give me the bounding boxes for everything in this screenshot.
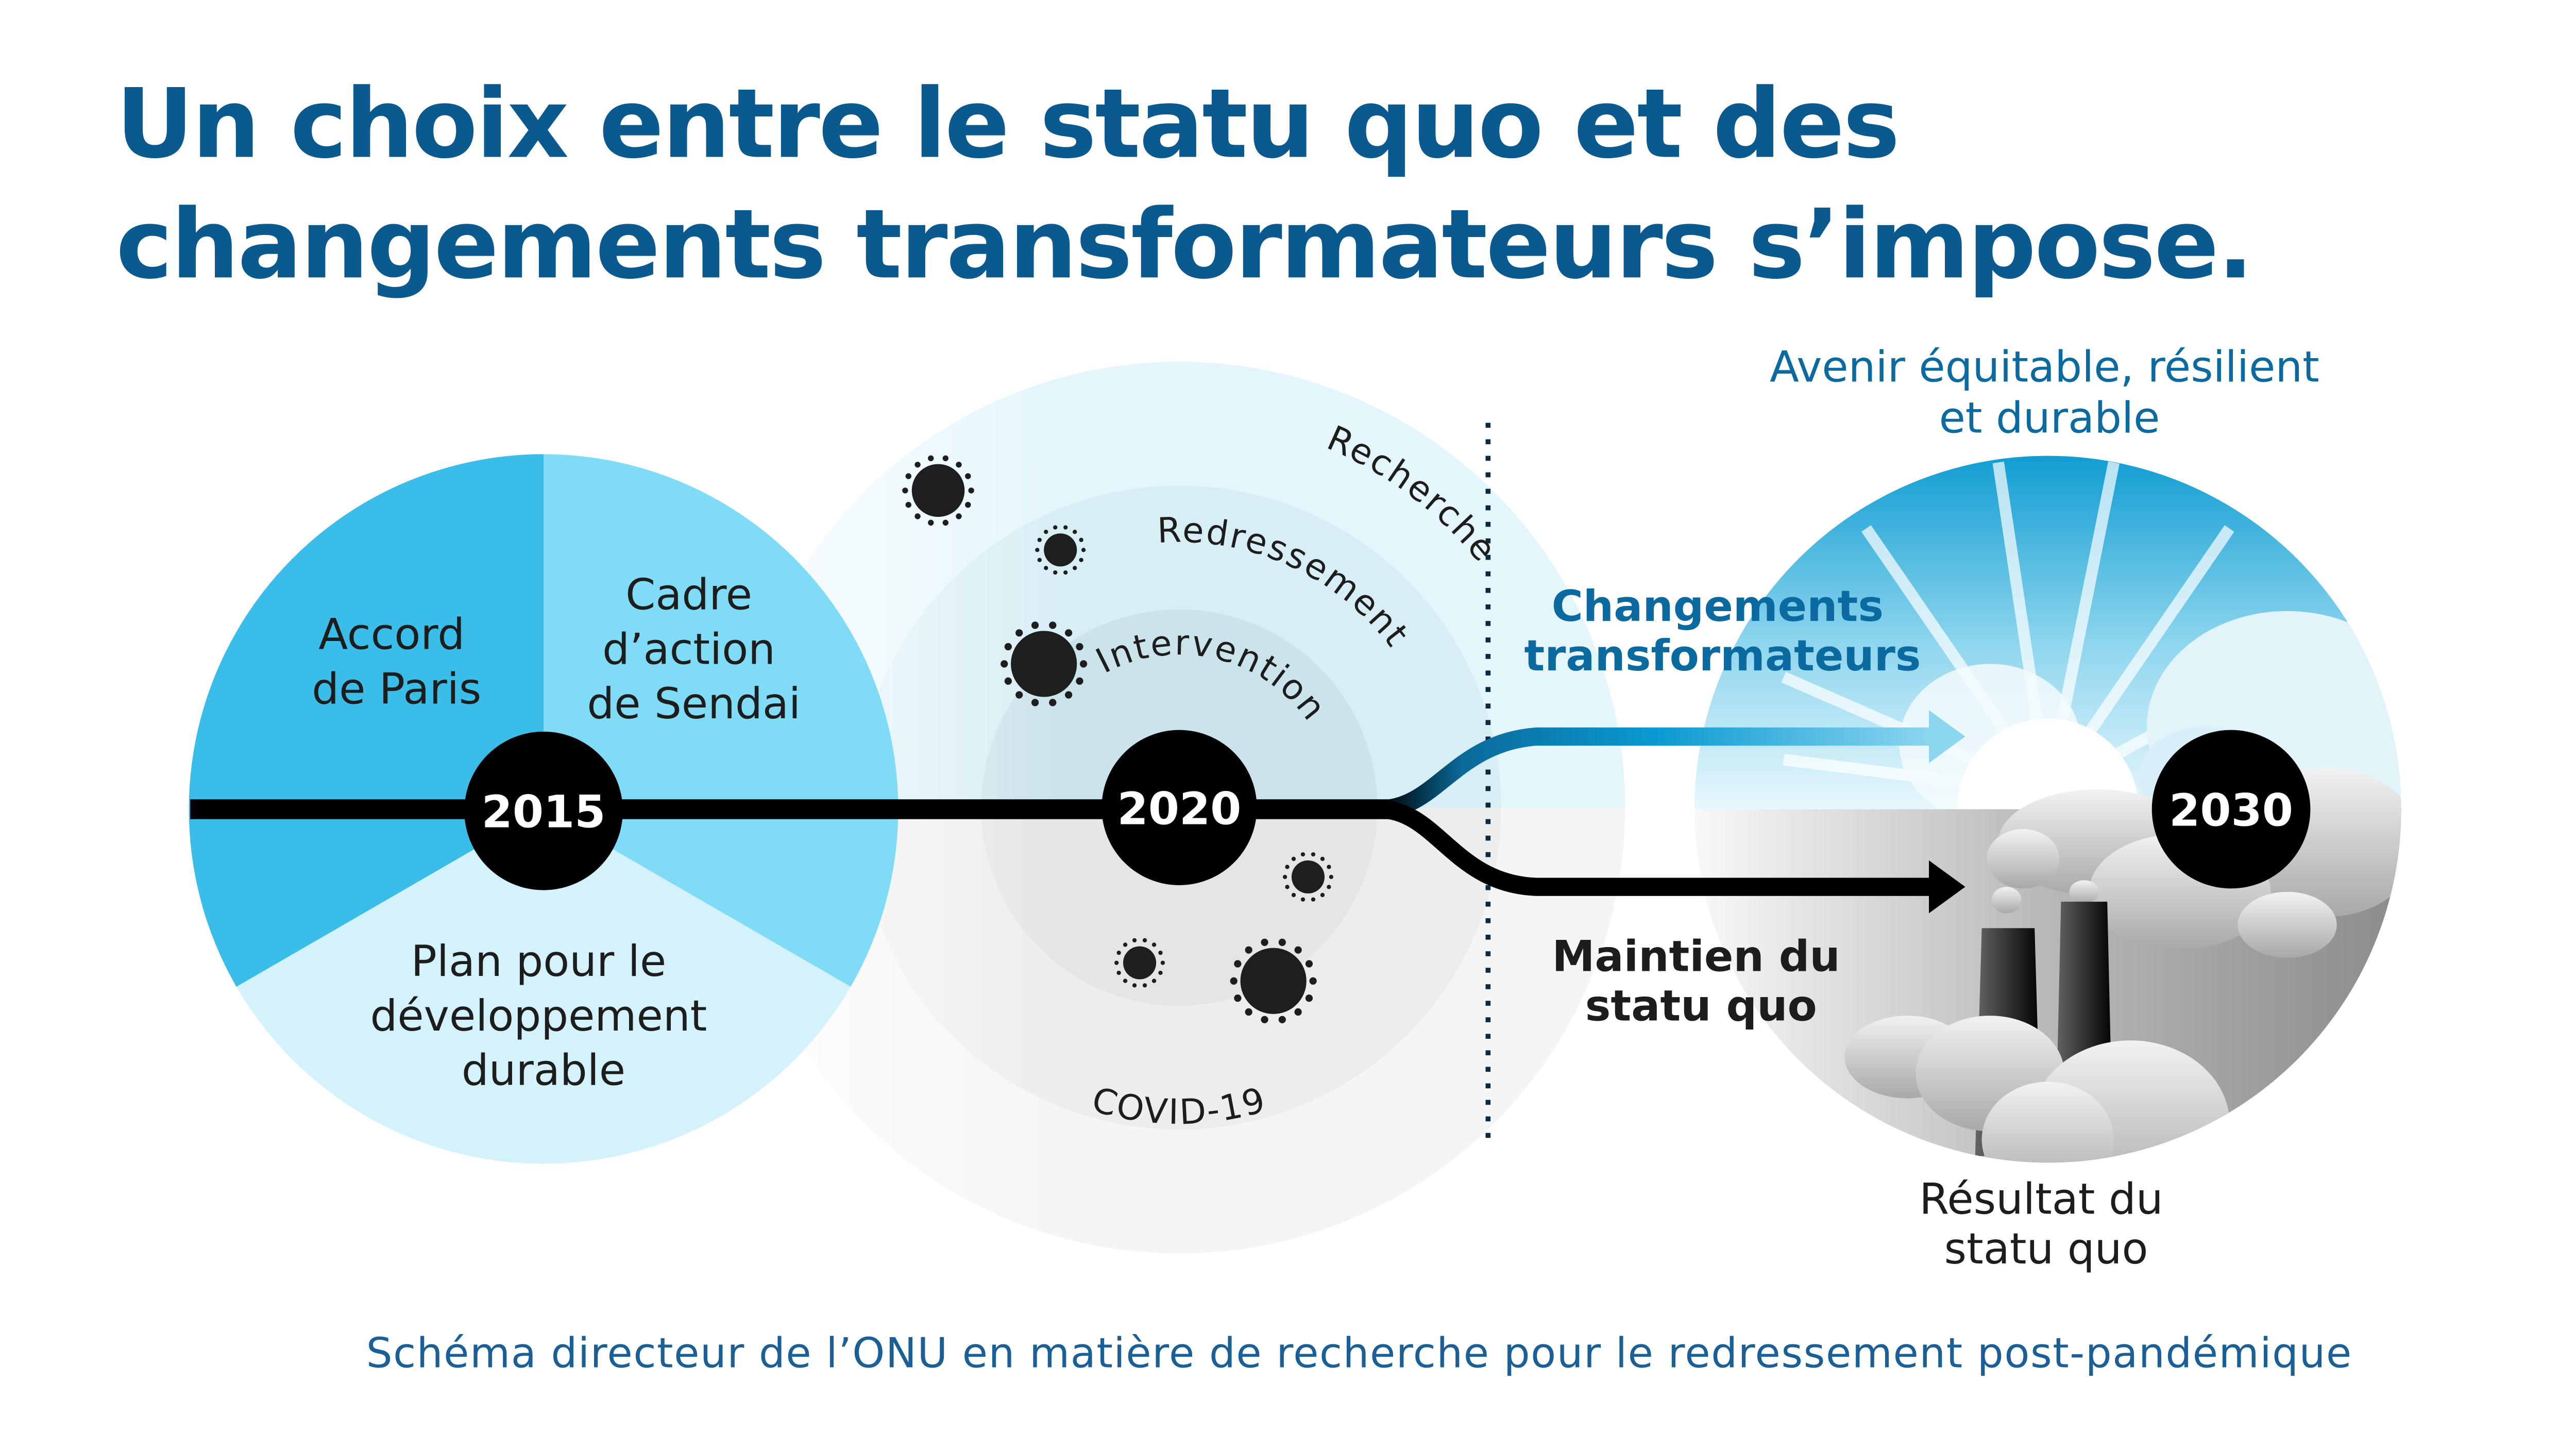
pie-label-paris-1: Accord [318,610,465,660]
status-quo-outcome-1: Résultat du [1919,1174,2163,1224]
virus-icon [1035,525,1086,575]
year-2030-label: 2030 [2169,785,2293,837]
transform-label-2: transformateurs [1524,631,1921,681]
year-marker-2015: 2015 [464,731,623,890]
pie-slice-sendai [544,454,899,987]
year-marker-2020: 2020 [1101,730,1257,885]
pie-slice-paris [189,454,544,987]
outcome-circle [1694,456,2401,1163]
ground-clouds [1844,1016,2230,1163]
status-quo-label-1: Maintien du [1552,932,1840,982]
status-quo-label-2: statu quo [1585,981,1817,1031]
pie-slice-sdg [236,809,851,1164]
pie-label-sdg-2: développement [370,991,707,1041]
frameworks-pie: Accord de Paris Cadre d’action de Sendai… [189,454,899,1164]
virus-icon [1230,938,1317,1023]
virus-icon [902,455,974,526]
status-quo-outcome-2: statu quo [1944,1224,2148,1274]
future-outcome-2: et durable [1939,393,2160,443]
virus-icon [1282,852,1333,902]
pie-label-sendai-1: Cadre [625,570,752,620]
year-marker-2030: 2030 [2151,730,2311,889]
sun [1957,718,2139,810]
arrow-transform-head [1929,710,1965,763]
future-outcome-1: Avenir équitable, résilient [1770,342,2319,392]
pie-label-sdg-1: Plan pour le [411,936,667,986]
pie-label-sendai-3: de Sendai [587,679,801,729]
arrow-status-quo-head [1929,860,1965,914]
title-line-1: Un choix entre le statu quo et des [116,68,1899,179]
year-2015-label: 2015 [482,787,606,838]
pie-label-sdg-3: durable [462,1046,625,1095]
transform-label-1: Changements [1552,581,1884,631]
title-line-2: changements transformateurs s’impose. [116,188,2252,300]
virus-icon [1114,938,1165,988]
footer-caption: Schéma directeur de l’ONU en matière de … [366,1329,2352,1377]
virus-icons [902,455,1333,1023]
pie-label-paris-2: de Paris [312,664,481,714]
virus-icon [1001,621,1088,706]
pie-label-sendai-2: d’action [602,624,775,674]
year-2020-label: 2020 [1117,783,1242,835]
